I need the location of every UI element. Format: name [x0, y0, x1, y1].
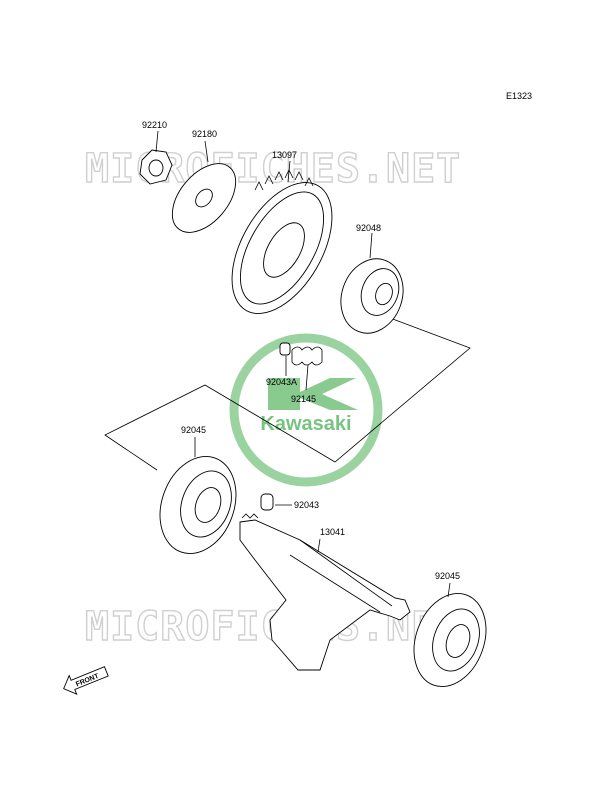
part-number-92145: 92145	[291, 394, 316, 404]
bushing-92048	[340, 232, 404, 334]
part-number-92043: 92043	[294, 500, 319, 510]
gear-13097	[231, 160, 333, 314]
shaft-13041	[239, 513, 411, 671]
bearing-92045-right	[413, 582, 487, 688]
part-number-92210: 92210	[142, 120, 167, 130]
bearing-92045-left	[159, 437, 237, 555]
front-arrow: FRONT	[63, 666, 109, 695]
part-number-92048: 92048	[356, 223, 381, 233]
assembly-outline	[104, 317, 471, 471]
part-number-13041: 13041	[320, 527, 345, 537]
pin-92043a	[279, 342, 291, 376]
part-number-92045-right: 92045	[435, 571, 460, 581]
nut-92210	[139, 130, 173, 185]
part-number-92043a: 92043A	[266, 377, 297, 387]
part-number-92180: 92180	[192, 129, 217, 139]
spring-92145	[291, 346, 323, 391]
washer-92180	[171, 140, 237, 233]
part-number-92045-left: 92045	[181, 425, 206, 435]
kawasaki-logo: Kawasaki	[229, 333, 383, 487]
kawasaki-logo-text: Kawasaki	[260, 413, 351, 435]
part-number-13097: 13097	[272, 150, 297, 160]
diagram-code: E1323	[506, 91, 532, 101]
pin-92043	[260, 493, 292, 511]
